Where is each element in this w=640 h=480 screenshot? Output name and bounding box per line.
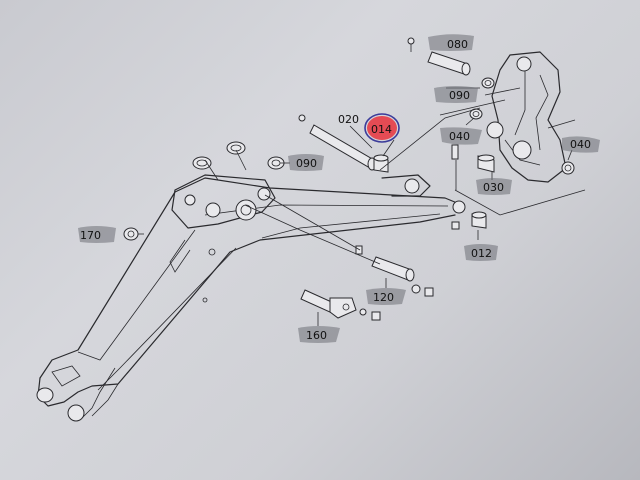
callout-020: 020 xyxy=(338,113,359,126)
callout-040-center: 040 xyxy=(449,130,470,143)
callout-014: 014 xyxy=(371,123,392,136)
callout-040-right: 040 xyxy=(570,138,591,151)
pins-and-bushings xyxy=(123,37,575,321)
callout-090-boom: 090 xyxy=(296,157,317,170)
callout-090-upper: 090 xyxy=(449,89,470,102)
leader-lines xyxy=(138,87,586,326)
swing-bracket xyxy=(484,51,576,183)
callout-080: 080 xyxy=(447,38,468,51)
callout-030: 030 xyxy=(483,181,504,194)
callout-012: 012 xyxy=(471,247,492,260)
callout-120: 120 xyxy=(373,291,394,304)
callout-labels: 080 090 020 014 040 040 090 030 170 012 … xyxy=(78,34,600,343)
callout-160: 160 xyxy=(306,329,327,342)
boom-arm xyxy=(36,174,466,422)
highlight-circle xyxy=(364,113,400,143)
callout-170: 170 xyxy=(80,229,101,242)
